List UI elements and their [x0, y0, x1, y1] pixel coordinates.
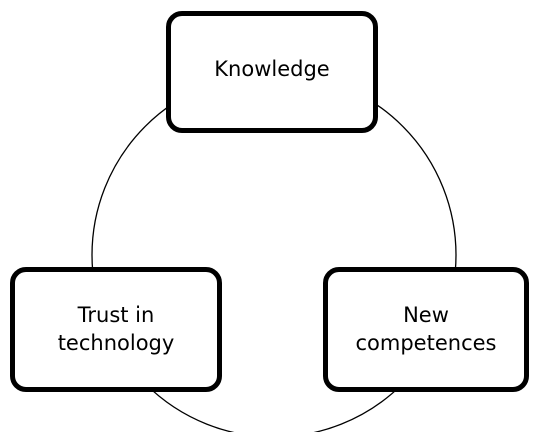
new-competences-box: New competences	[323, 267, 529, 392]
trust-in-technology-label-line-2: technology	[57, 330, 175, 355]
trust-in-technology-label-line-1: Trust in	[77, 303, 155, 328]
new-competences-label-line-2: competences	[355, 330, 497, 355]
new-competences-label-line-1: New	[403, 303, 449, 328]
trust-in-technology-box: Trust in technology	[10, 267, 222, 392]
knowledge-label: Knowledge	[214, 57, 330, 82]
knowledge-box: Knowledge	[166, 11, 378, 133]
